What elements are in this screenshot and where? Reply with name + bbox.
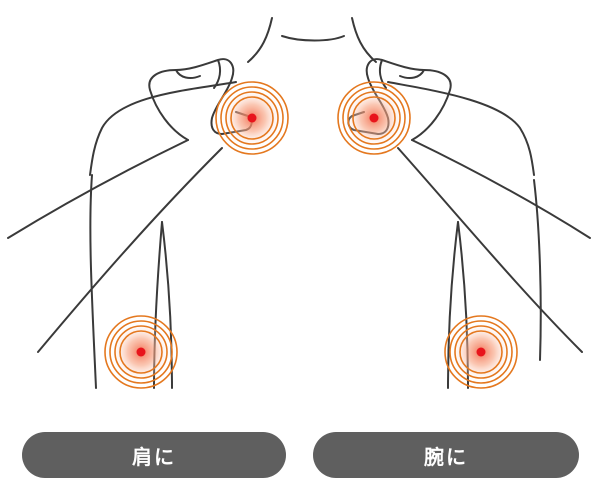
right-shoulder-outline bbox=[387, 81, 535, 176]
body-outline bbox=[7, 17, 591, 389]
left-shoulder-outline bbox=[89, 81, 237, 176]
left-arm-outline bbox=[161, 221, 173, 389]
left-torso-outline bbox=[89, 174, 97, 389]
left-arm-pressure-point bbox=[104, 315, 178, 389]
right-forearm-outline bbox=[411, 139, 591, 239]
left-shoulder-pressure-point bbox=[215, 81, 289, 155]
massage-illustration bbox=[7, 17, 591, 389]
left-forearm-outline bbox=[7, 139, 189, 239]
right-torso-outline bbox=[533, 179, 542, 361]
shoulder-label: 肩に bbox=[22, 432, 286, 478]
arm-label-text: 腕に bbox=[424, 444, 468, 469]
right-shoulder-pressure-point bbox=[337, 81, 411, 155]
left-hand-outline bbox=[148, 58, 253, 141]
neck-outline bbox=[247, 17, 273, 63]
shoulder-label-text: 肩に bbox=[132, 444, 176, 469]
right-arm-pressure-point bbox=[444, 315, 518, 389]
arm-label: 腕に bbox=[313, 432, 579, 478]
